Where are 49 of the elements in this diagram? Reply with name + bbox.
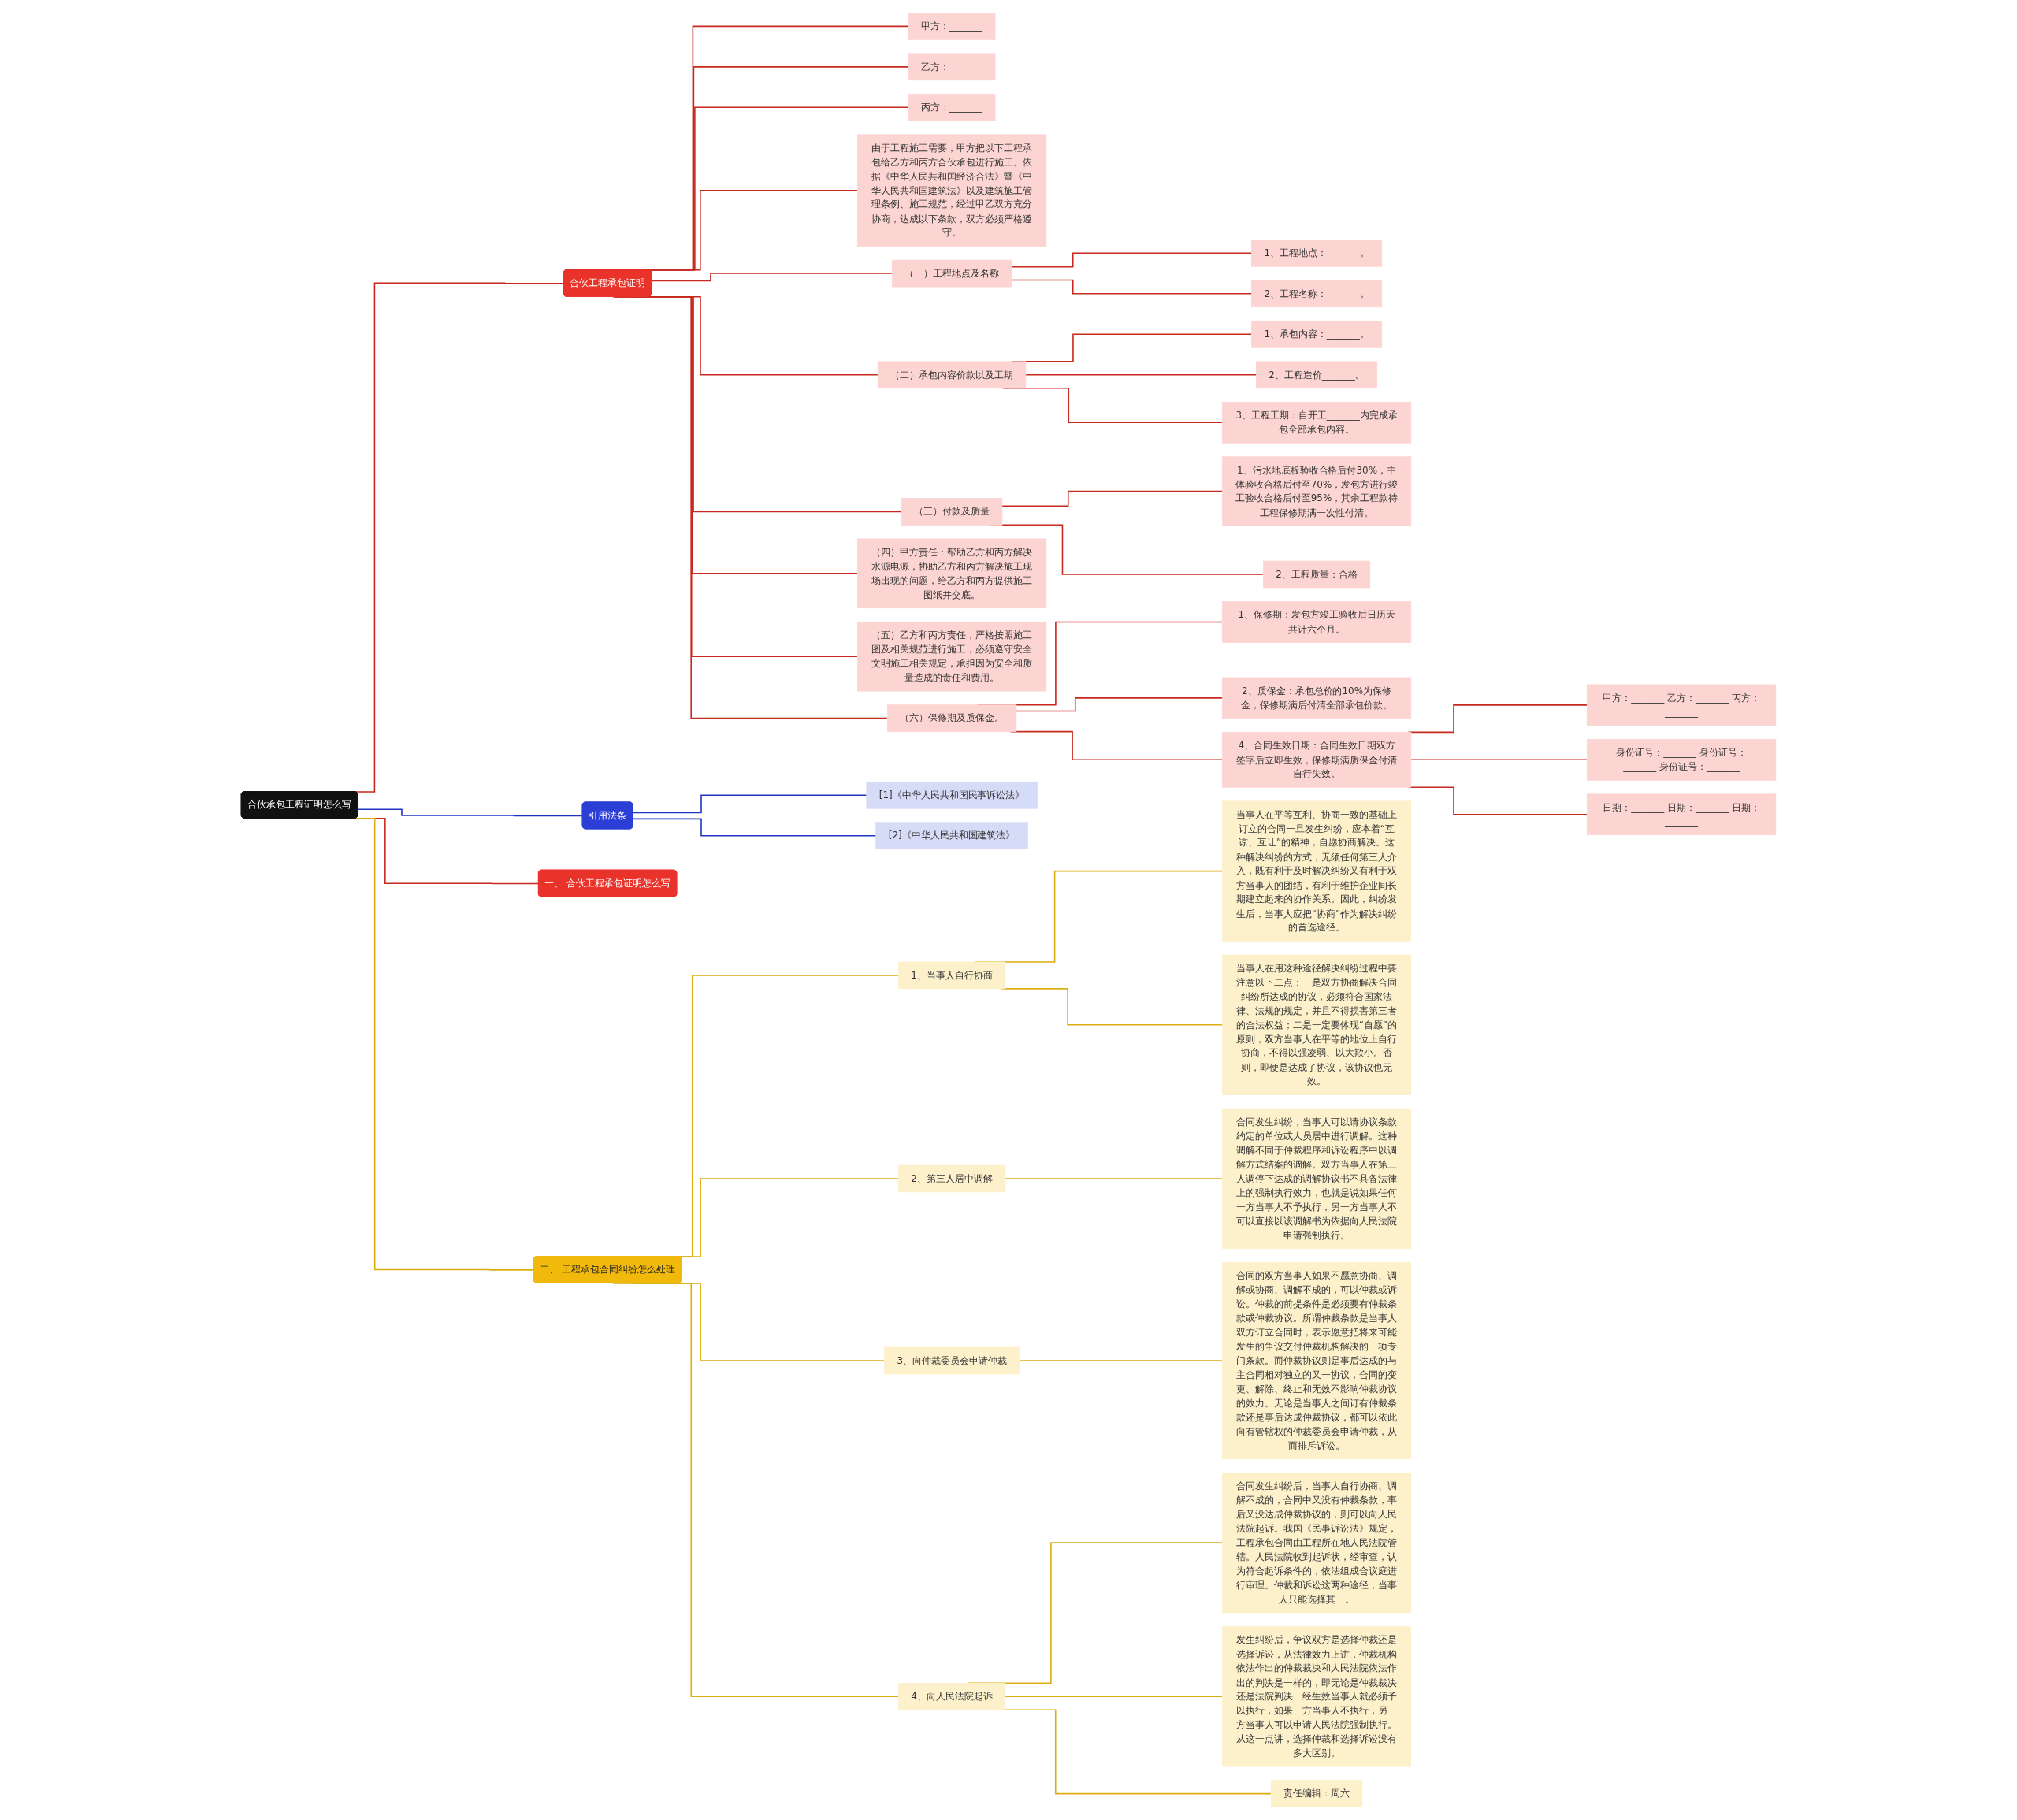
connector	[1018, 1360, 1224, 1361]
node-box: 1、承包内容：_______。	[1251, 320, 1383, 348]
node-box: （三）付款及质量	[901, 498, 1003, 526]
connector	[1001, 490, 1224, 507]
connector	[1011, 279, 1253, 295]
node-box: 合同发生纠纷后，当事人自行协商、调解不成的，合同中又没有仲裁条款，事后又没达成仲裁协议的，则可以向人民法院起诉。我国《民事诉讼法》规定，工程承包合同由工程所在地人民法院管辖。人民法院收到起诉状，经审查，认为符合起诉条件的，依法组成合议庭进行审理。仲裁和诉讼这两种途径，当事人只能选择其一。	[1221, 1472, 1412, 1614]
node-box: 当事人在用这种途径解决纠纷过程中要注意以下二点：一是双方协商解决合同纠纷所达成的协议，必须符合国家法律、法规的规定，并且不得损害第三者的合法权益；二是一定要体现“自愿”的原则，双方当事人在平等的地位上自行协商，不得以强凌弱、以大欺小。否则，即便是达成了协议，该协议也无效。	[1221, 954, 1412, 1095]
node-box: 2、工程名称：_______。	[1251, 280, 1383, 308]
node-box: 4、合同生效日期：合同生效日期双方签字后立即生效，保修期满质保金付清自行失效。	[1221, 732, 1412, 788]
node-box: （二）承包内容价款以及工期	[877, 361, 1027, 389]
connector	[1025, 373, 1257, 376]
node-box: 丙方：_______	[908, 93, 996, 121]
node-box: 2、质保金：承包总价的10%为保修金，保修期满后付清全部承包价款。	[1221, 677, 1412, 719]
connector	[357, 808, 584, 817]
node-box: 甲方：_______	[908, 13, 996, 40]
node-box: 发生纠纷后，争议双方是选择仲裁还是选择诉讼，从法律效力上讲，仲裁机构依法作出的仲裁裁决和人民法院依法作出的判决是一样的，即无论是仲裁裁决还是法院判决一经生效当事人就必须予以执行，如果一方当事人不执行，另一方当事人可以申请人民法院强制执行。从这一点讲，选择仲裁和选择诉讼没有多大区别。	[1221, 1626, 1412, 1767]
node-box: 日期：_______ 日期：_______ 日期：_______	[1586, 793, 1777, 836]
node-box: 1、保修期：发包方竣工验收后日历天共计六个月。	[1221, 601, 1412, 643]
node-box: （六）保修期及质保金。	[886, 704, 1017, 732]
node-box: 2、工程造价_______。	[1256, 361, 1378, 389]
connector	[1016, 697, 1224, 712]
node-box: （四）甲方责任：帮助乙方和丙方解决水源电源，协助乙方和丙方解决施工现场出现的问题，给乙方和丙方提供施工图纸并交底。	[856, 538, 1047, 609]
connector	[1410, 759, 1588, 761]
node-box: 3、向仲裁委员会申请仲裁	[884, 1346, 1020, 1375]
node-box: 乙方：_______	[908, 53, 996, 81]
node-box: 1、工程地点：_______。	[1251, 239, 1383, 267]
connector	[1004, 1696, 1224, 1698]
node-box: 当事人在平等互利、协商一致的基础上订立的合同一旦发生纠纷，应本着“互谅、互让”的精神，自愿协商解决。这种解决纠纷的方式，无须任何第三人介入，既有利于及时解决纠纷又有利于双方当事人的团结，有利于维护企业间长期建立起来的协作关系。因此，纠纷发生后，当事人应把“协商”作为解决纠纷的首选途径。	[1221, 800, 1412, 942]
node-box: （一）工程地点及名称	[891, 259, 1012, 288]
node-box: 4、向人民法院起诉	[898, 1682, 1006, 1710]
node-box: 由于工程施工需要，甲方把以下工程承包给乙方和丙方合伙承包进行施工。依据《中华人民共和国经济合法》暨《中华人民共和国建筑法》以及建筑施工管理条例、施工规范，经过甲乙双方充分协商，达成以下条款，双方必须严格遵守。	[856, 134, 1047, 247]
node-box: 甲方：_______ 乙方：_______ 丙方：_______	[1586, 684, 1777, 726]
connector	[632, 794, 867, 814]
node-box: （五）乙方和丙方责任，严格按照施工图及相关规范进行施工，必须遵守安全文明施工相关规定，承担因为安全和质量造成的责任和费用。	[856, 621, 1047, 692]
node-box: 3、工程工期：自开工_______内完成承包全部承包内容。	[1221, 401, 1412, 444]
node-box: 合同的双方当事人如果不愿意协商、调解或协商、调解不成的，可以仲裁或诉讼。仲裁的前提条件是必须要有仲裁条款或仲裁协议。所谓仲裁条款是当事人双方订立合同时，表示愿意把将来可能发生的争议交付仲裁机构解决的一项专门条款。而仲裁协议则是事后达成的与主合同相对独立的又一协议，合同的变更、解除、终止和无效不影响仲裁协议的效力。无论是当事人之间订有仲裁条款还是事后达成仲裁协议，都可以依此向有管辖权的仲裁委员会申请仲裁，从而排斥诉讼。	[1221, 1261, 1412, 1460]
node-box: 合同发生纠纷，当事人可以请协议条款约定的单位或人员居中进行调解。这种调解不同于仲裁程序和诉讼程序中以调解方式结案的调解。双方当事人在第三人调停下达成的调解协议书不具备法律上的强制执行效力，也就是说如果任何一方当事人不予执行，另一方当事人不可以直接以该调解书为依据向人民法院申请强制执行。	[1221, 1108, 1412, 1250]
node-box: 2、工程质量：合格	[1263, 560, 1371, 589]
connector	[632, 818, 877, 837]
connector	[1004, 1178, 1224, 1179]
node-box: 1、当事人自行协商	[898, 961, 1006, 990]
node-box: [1]《中华人民共和国民事诉讼法》	[866, 781, 1038, 809]
node-box: 责任编辑：周六	[1270, 1780, 1363, 1807]
connector	[1011, 252, 1253, 268]
node-box: 身份证号：_______ 身份证号：_______ 身份证号：_______	[1586, 738, 1777, 781]
connector	[651, 273, 893, 282]
node-box: [2]《中华人民共和国建筑法》	[875, 822, 1028, 850]
node-box: 1、污水地底板验收合格后付30%，主体验收合格后付至70%，发包方进行竣工验收合格后付至95%，其余工程款待工程保修期满一次性付清。	[1221, 456, 1412, 526]
node-box: 2、第三人居中调解	[898, 1164, 1006, 1193]
